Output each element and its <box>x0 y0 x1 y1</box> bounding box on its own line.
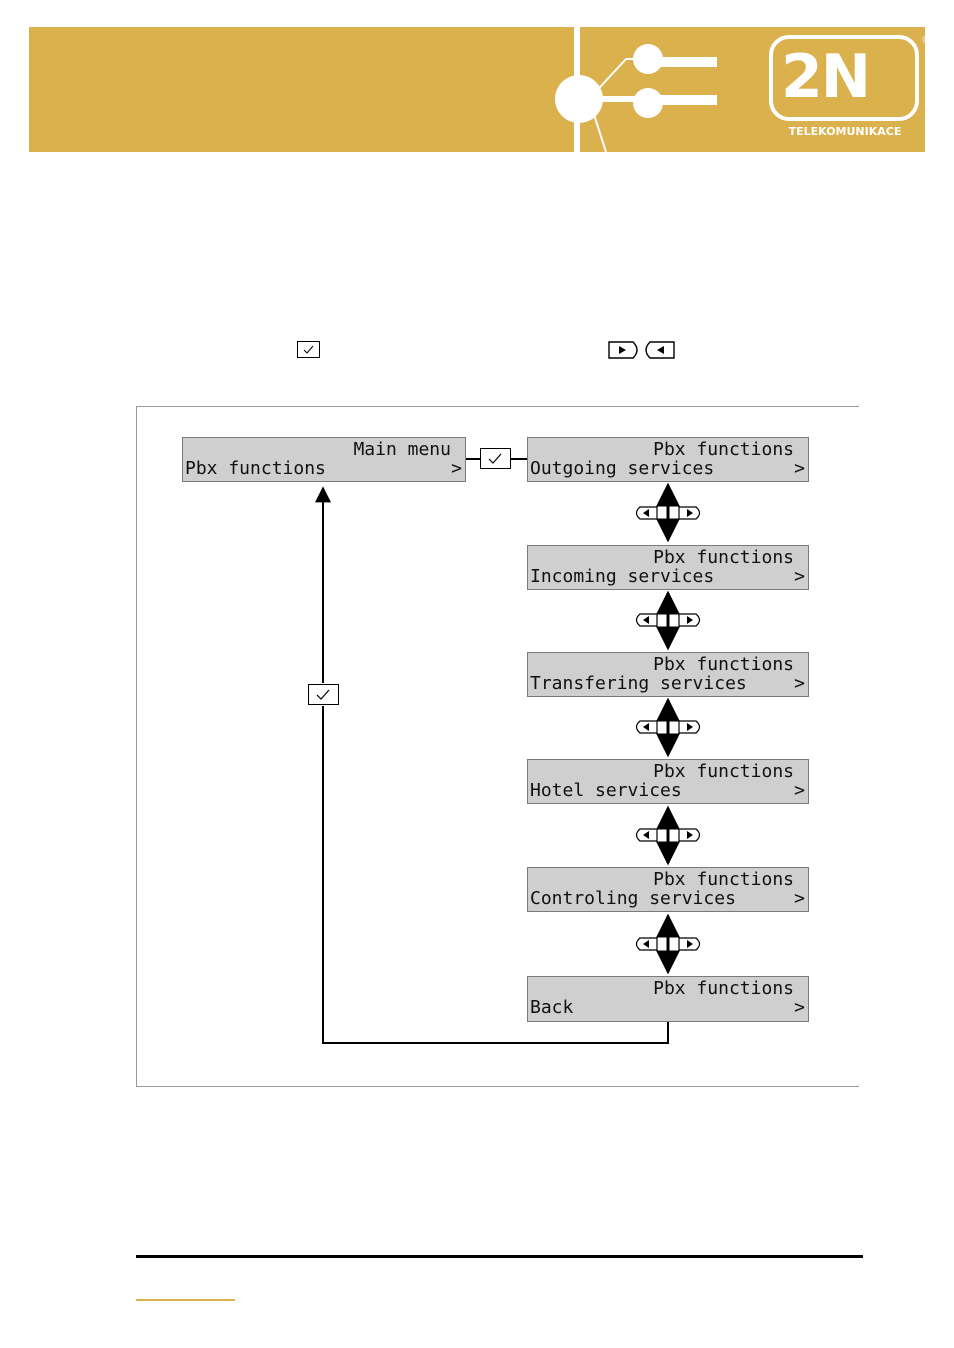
lcd-title: Pbx functions <box>653 762 794 781</box>
right-key-icon <box>678 613 704 628</box>
lcd-controling-services: Pbx functions Controling services > <box>527 867 809 912</box>
right-key-icon <box>678 506 704 521</box>
left-key-icon <box>633 828 659 843</box>
left-key-icon <box>633 613 659 628</box>
footer-accent-rule <box>136 1299 235 1301</box>
chevron-right-icon: > <box>794 567 805 586</box>
lcd-transfering-services: Pbx functions Transfering services > <box>527 652 809 697</box>
chevron-right-icon: > <box>794 781 805 800</box>
left-key-icon <box>633 937 659 952</box>
lcd-title: Pbx functions <box>653 440 794 459</box>
lcd-title: Pbx functions <box>653 548 794 567</box>
lcd-outgoing-services: Pbx functions Outgoing services > <box>527 437 809 482</box>
right-key-icon <box>678 720 704 735</box>
chevron-right-icon: > <box>451 459 462 478</box>
lcd-item: Back <box>530 998 573 1017</box>
left-key-icon <box>633 720 659 735</box>
check-key-icon <box>308 684 340 706</box>
lcd-incoming-services: Pbx functions Incoming services > <box>527 545 809 590</box>
lcd-title: Main menu <box>353 440 451 459</box>
chevron-right-icon: > <box>794 459 805 478</box>
lcd-hotel-services: Pbx functions Hotel services > <box>527 759 809 804</box>
right-key-icon <box>678 828 704 843</box>
lcd-back: Pbx functions Back > <box>527 976 809 1022</box>
left-key-icon <box>633 506 659 521</box>
lcd-title: Pbx functions <box>653 655 794 674</box>
lcd-item: Pbx functions <box>185 459 326 478</box>
footer-rule <box>136 1255 863 1258</box>
check-key-icon <box>480 448 512 470</box>
lcd-item: Hotel services <box>530 781 682 800</box>
right-key-icon <box>678 937 704 952</box>
chevron-right-icon: > <box>794 998 805 1017</box>
lcd-main-menu: Main menu Pbx functions > <box>182 437 466 482</box>
lcd-item: Controling services <box>530 889 736 908</box>
lcd-title: Pbx functions <box>653 870 794 889</box>
lcd-title: Pbx functions <box>653 979 794 998</box>
lcd-item: Outgoing services <box>530 459 714 478</box>
chevron-right-icon: > <box>794 889 805 908</box>
chevron-right-icon: > <box>794 674 805 693</box>
lcd-item: Transfering services <box>530 674 747 693</box>
lcd-item: Incoming services <box>530 567 714 586</box>
